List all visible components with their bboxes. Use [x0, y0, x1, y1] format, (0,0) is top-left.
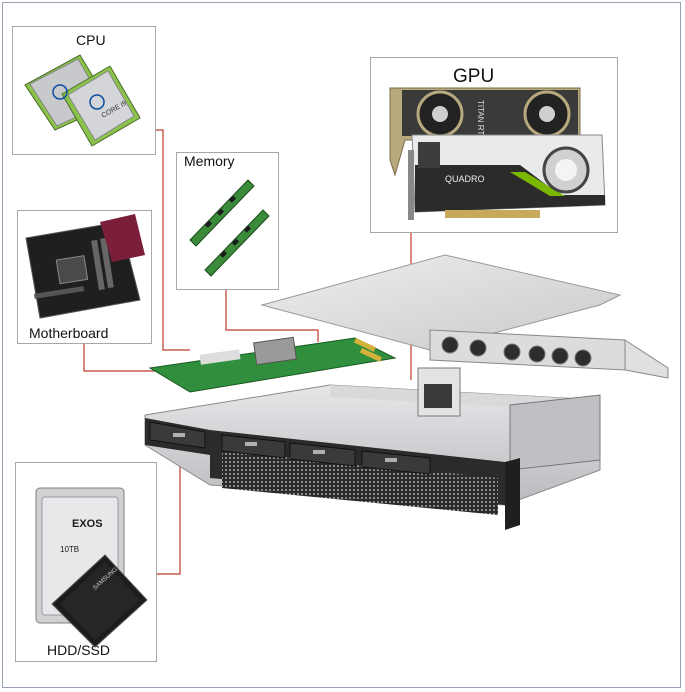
memory-modules-image	[189, 179, 270, 277]
gpu-top-brand-text: TITAN RTX	[476, 100, 485, 141]
memory-label: Memory	[184, 153, 235, 169]
cpu-connector	[156, 129, 190, 351]
chassis-lid	[260, 254, 622, 351]
motherboard-connector	[83, 344, 168, 372]
hdd-capacity-text: 10TB	[60, 545, 79, 554]
gpu-cards-image: TITAN RTX QUADRO	[389, 87, 606, 220]
memory-connector	[225, 290, 319, 342]
storage-connector	[157, 440, 181, 575]
gpu-label: GPU	[453, 66, 495, 87]
server-chassis-image	[144, 254, 669, 530]
gpu-bottom-brand-text: QUADRO	[445, 174, 485, 184]
storage-drives-image: EXOS 10TB SAMSUNG	[35, 487, 148, 648]
cpu-label: CPU	[76, 32, 106, 48]
motherboard-label: Motherboard	[29, 325, 109, 341]
front-mesh	[222, 450, 498, 515]
cpu-chip-image: CORE i9	[24, 54, 141, 147]
motherboard-image	[25, 214, 145, 319]
fan-bracket	[429, 329, 626, 371]
hdd-brand-text: EXOS	[72, 518, 103, 530]
